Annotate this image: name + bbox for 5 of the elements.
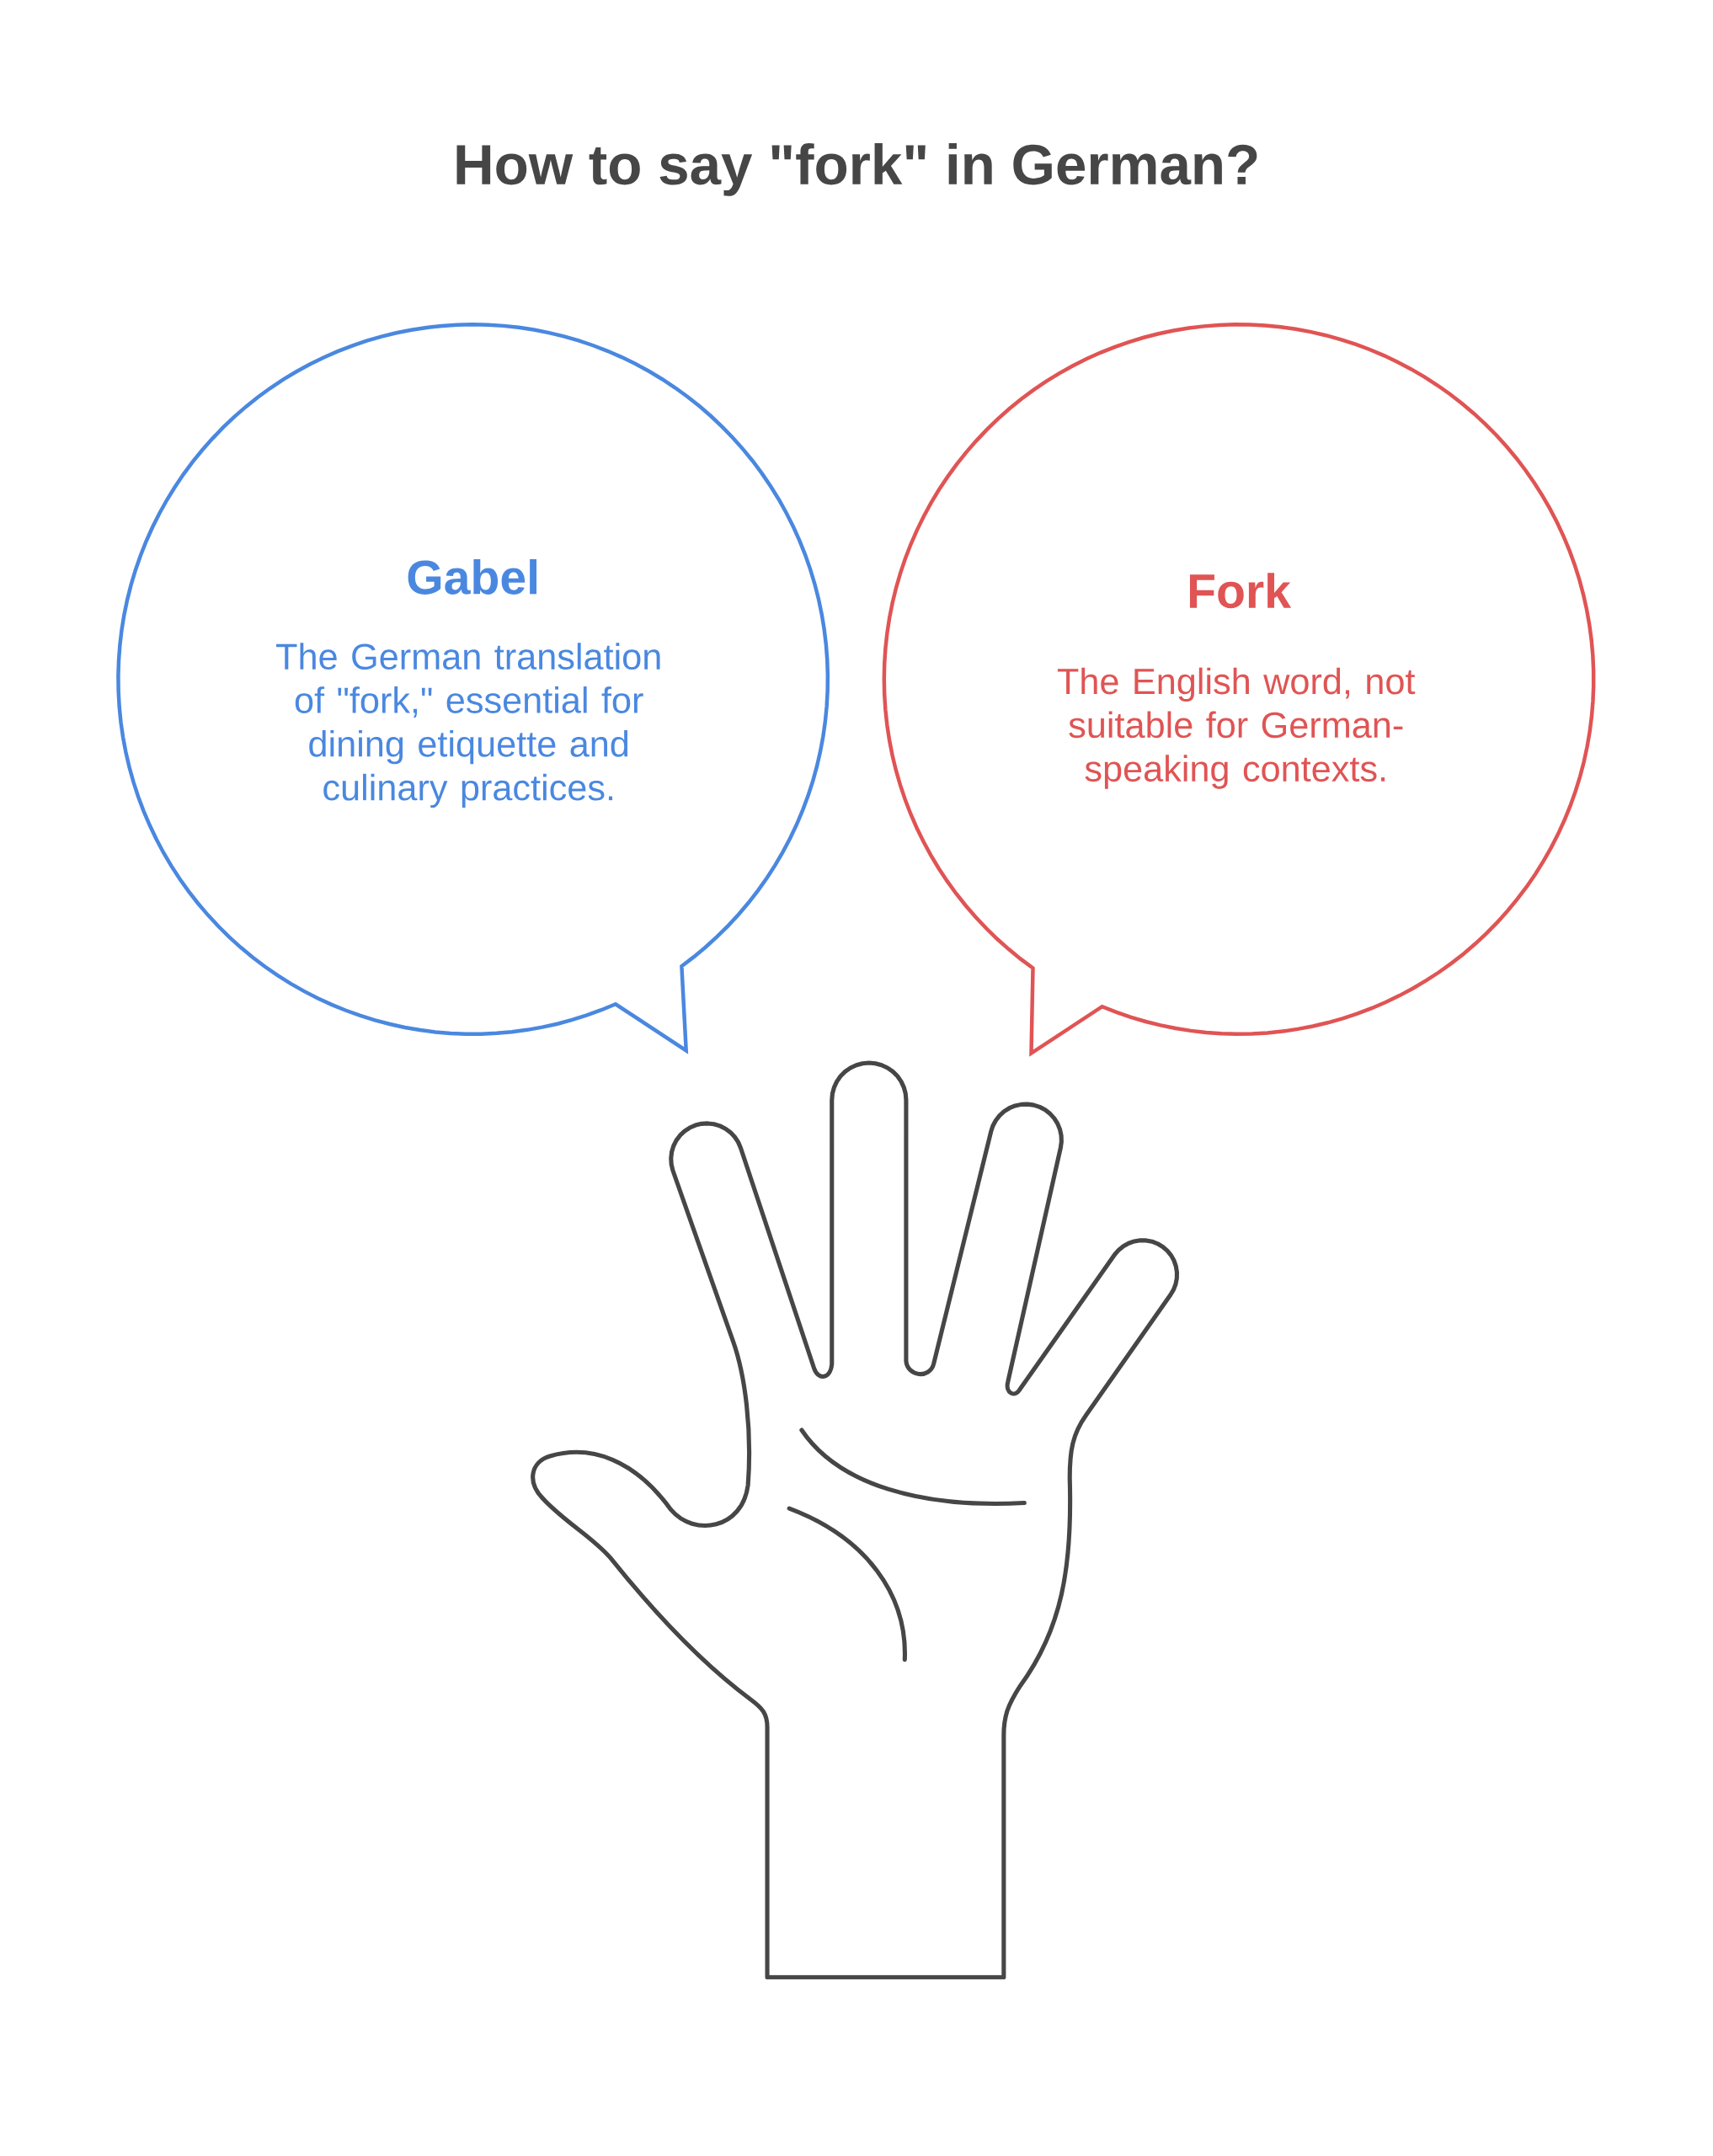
title: How to say "fork" in German? — [456, 143, 1257, 196]
bubble-heading: Fork — [1189, 573, 1291, 609]
bubble-text: The English word, not suitable for German-speaking contexts. — [1057, 667, 1416, 789]
bubble-text: The German translation of "fork," essential for dining etiquette and culinary practices. — [275, 643, 660, 808]
bubble-heading: Gabel — [408, 558, 536, 595]
